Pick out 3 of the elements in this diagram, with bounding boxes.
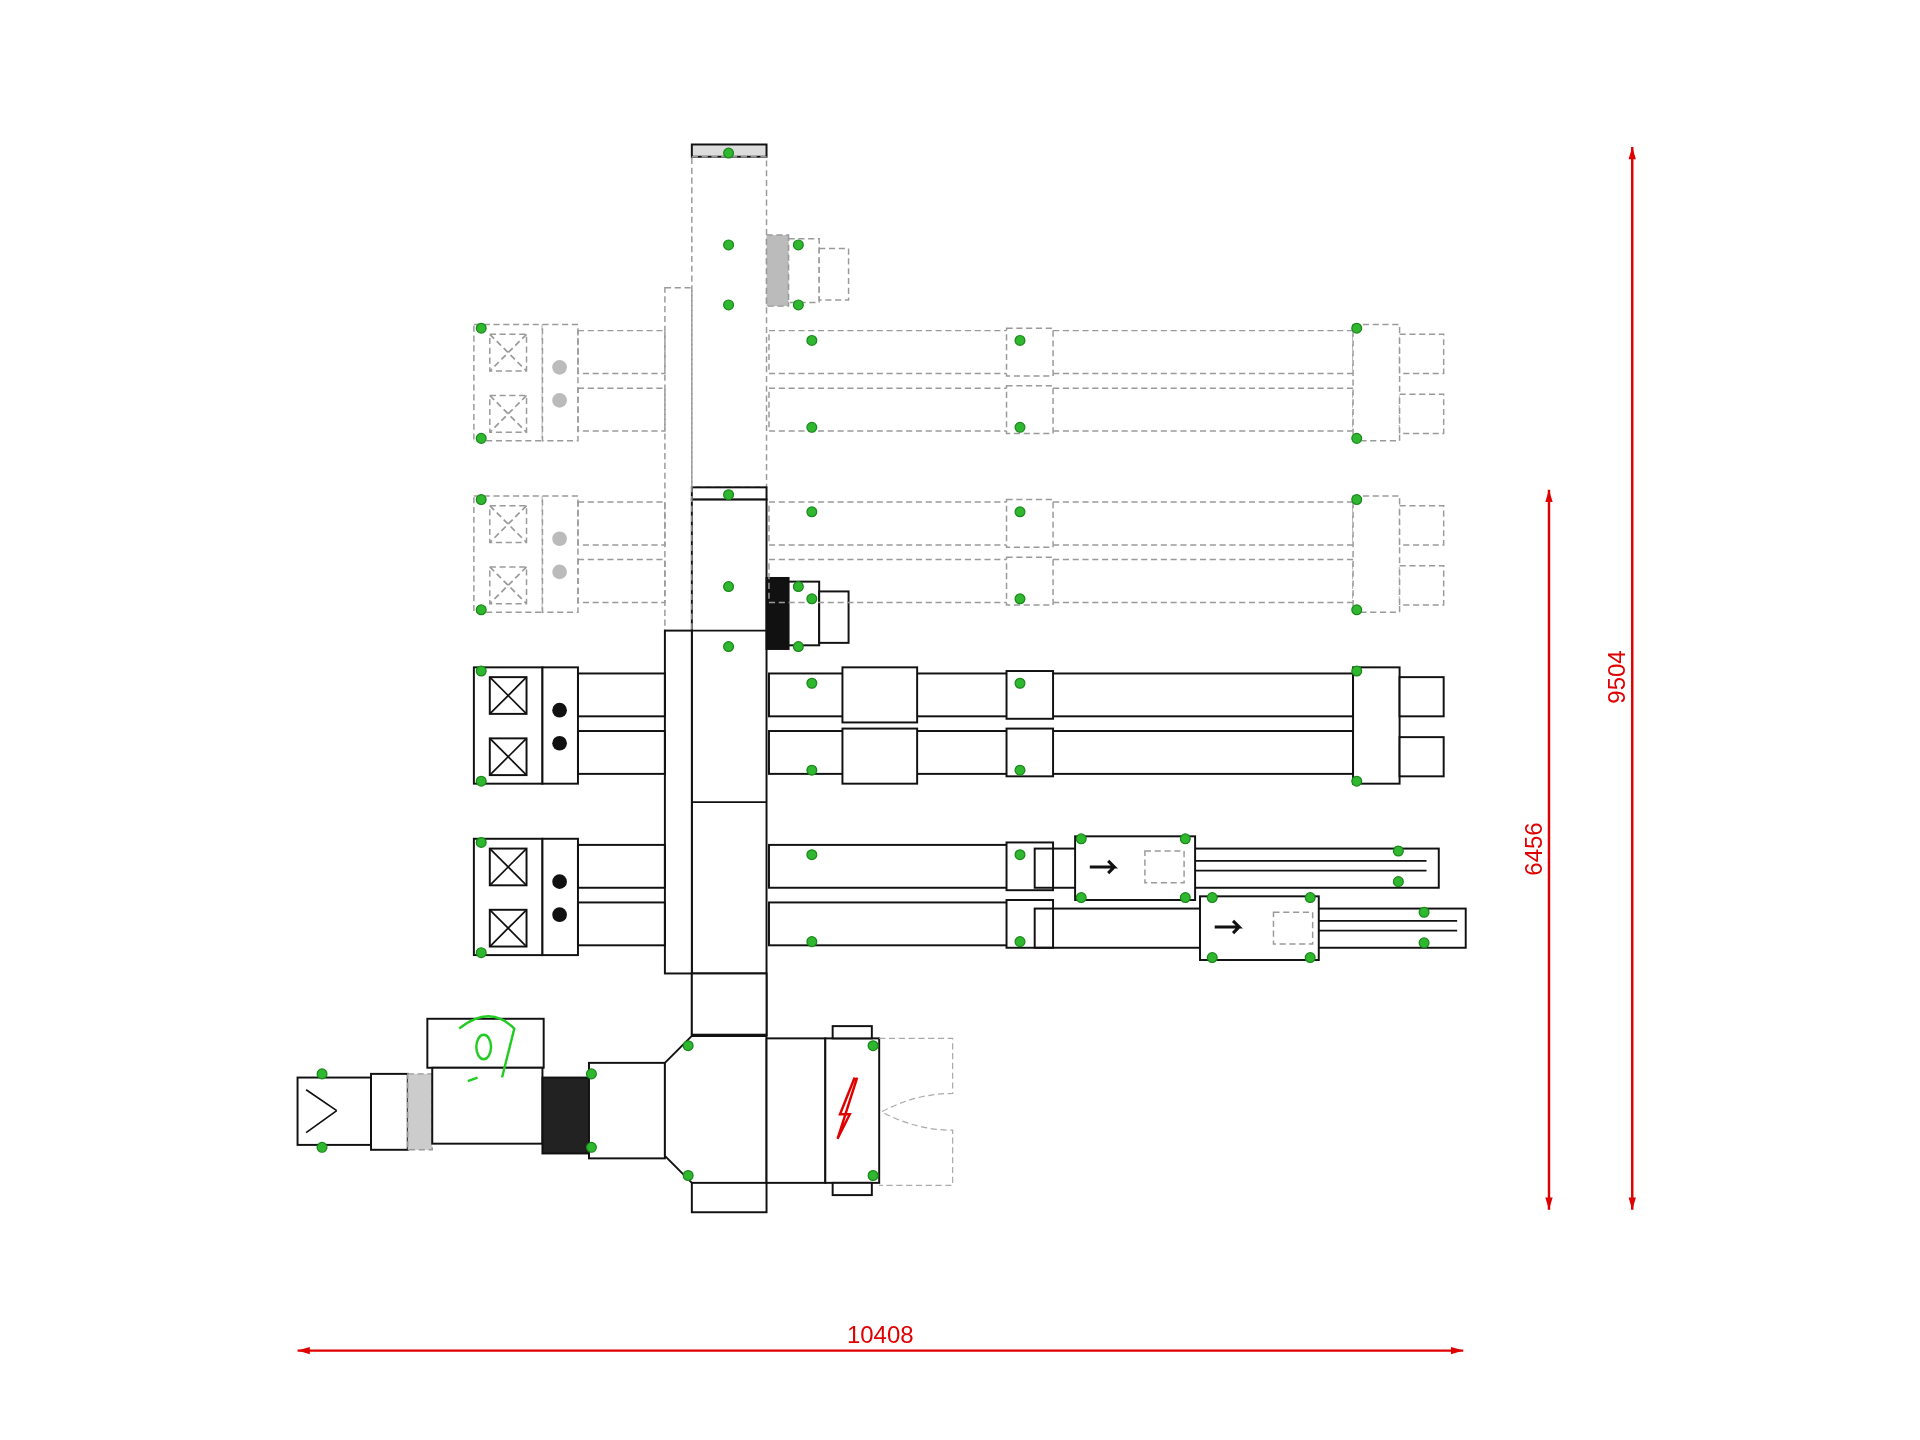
dimension-label: 10408 bbox=[846, 1322, 914, 1347]
dimension-label: 6456 bbox=[1521, 821, 1546, 876]
dimension-label: 9504 bbox=[1604, 650, 1629, 704]
